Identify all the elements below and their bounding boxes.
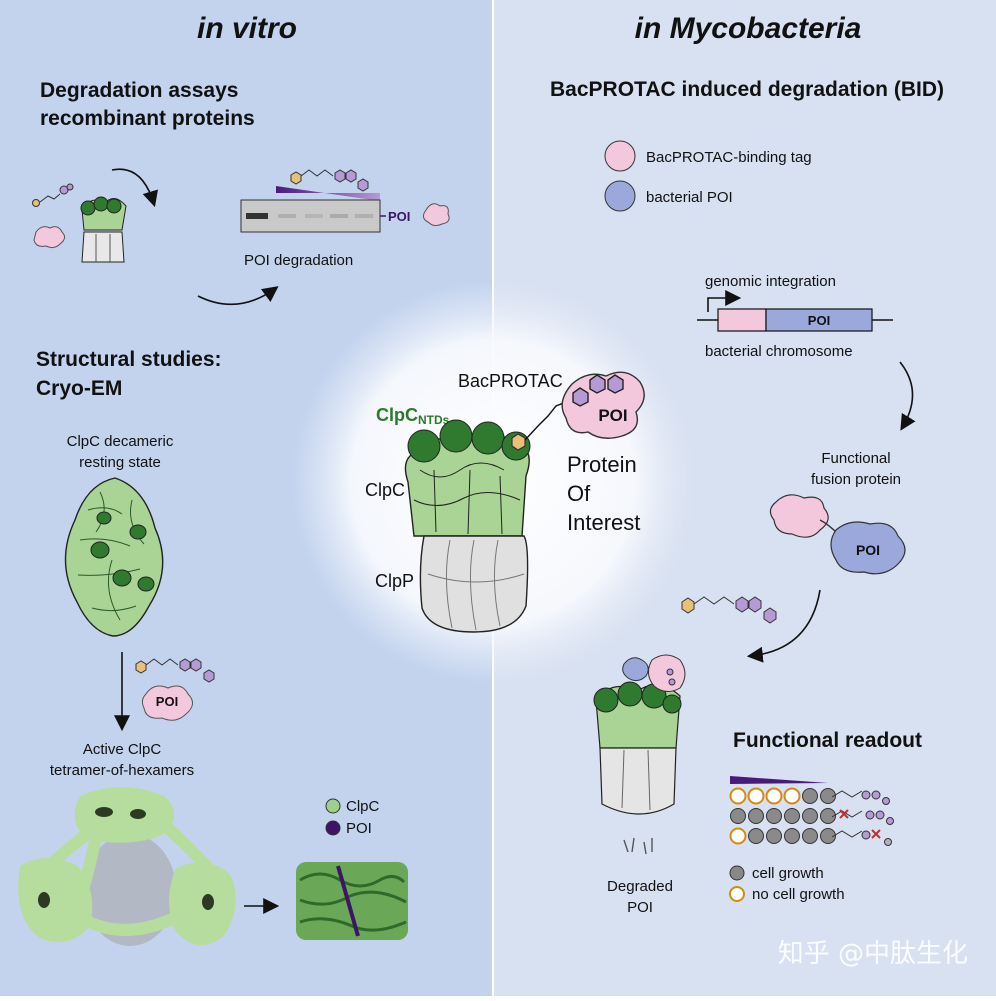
clpc-ntds-main: ClpC (376, 405, 418, 425)
readout-row-tags (831, 790, 894, 846)
structural-heading-line1: Structural studies: (36, 348, 222, 371)
readout-growth-marker (820, 788, 836, 804)
right-panel-title: in Mycobacteria (635, 12, 862, 45)
gel-band-strong (246, 213, 268, 219)
fusion-poi-label: POI (856, 542, 880, 558)
resting-state-label-line1: ClpC decameric (67, 433, 174, 450)
degradation-heading-line1: Degradation assays (40, 79, 238, 102)
legend-cell-growth-label: cell growth (752, 865, 824, 882)
arrow-chromosome-to-fusion (899, 361, 916, 431)
protac-molecule-right (681, 596, 777, 624)
legend-tag-label: BacPROTAC-binding tag (646, 149, 812, 166)
degraded-poi-label-line1: Degraded (607, 878, 673, 895)
readout-growth-marker (820, 808, 836, 824)
gel-concentration-wedge (276, 186, 380, 201)
active-clpc-label-line1: Active ClpC (83, 741, 162, 758)
readout-growth-marker (730, 808, 746, 824)
legend-cell-growth-marker (729, 865, 745, 881)
gel-caption: POI degradation (244, 252, 353, 269)
readout-grid (729, 787, 836, 845)
legend-bacterial-poi-label: bacterial POI (646, 189, 733, 206)
promoter-arrow (707, 290, 742, 312)
legend-clpc-label: ClpC (346, 798, 380, 815)
clpc-label: ClpC (365, 480, 405, 500)
fusion-label-line2: fusion protein (811, 471, 901, 488)
readout-growth-marker (766, 808, 782, 824)
readout-concentration-wedge (730, 776, 828, 784)
readout-growth-marker (802, 808, 818, 824)
gel-protac-molecule (290, 169, 369, 192)
protein-of-interest-line2: Of (567, 481, 591, 506)
readout-no-growth-marker (747, 787, 765, 805)
legend-poi-swatch (325, 820, 341, 836)
gene-poi-segment (765, 308, 873, 332)
readout-no-growth-marker (729, 787, 747, 805)
poi-blob-left (33, 226, 66, 249)
arrow-assay-curve-top (111, 168, 158, 208)
bacprotac-label: BacPROTAC (458, 371, 563, 391)
legend-bacterial-poi-swatch (604, 180, 636, 212)
readout-growth-marker (820, 828, 836, 844)
readout-growth-marker (748, 828, 764, 844)
readout-growth-marker (802, 828, 818, 844)
readout-growth-marker (784, 808, 800, 824)
clpc-decamer-structure (64, 477, 164, 637)
structural-heading-line2: Cryo-EM (36, 377, 122, 400)
readout-no-growth-marker (729, 827, 747, 845)
gel-band-label: POI (388, 209, 410, 224)
fusion-label-line1: Functional (821, 450, 890, 467)
gel-band-faint-1 (278, 214, 296, 218)
cryo-em-density-map (18, 787, 236, 946)
gel-band-faint-3 (330, 214, 348, 218)
gel-band-faint-4 (355, 214, 373, 218)
gene-poi-label: POI (808, 313, 830, 328)
legend-tag-swatch (604, 140, 636, 172)
center-poi-label: POI (598, 406, 627, 425)
functional-readout-heading: Functional readout (733, 729, 922, 752)
gel-band-faint-2 (305, 214, 323, 218)
protein-of-interest-line3: Interest (567, 510, 640, 535)
degraded-poi-label-line2: POI (627, 899, 653, 916)
clpc-ntds-label: ClpCNTDs (376, 405, 450, 427)
arrow-to-degradation (746, 589, 821, 663)
fusion-protein (769, 494, 906, 575)
readout-growth-marker (802, 788, 818, 804)
protein-of-interest-line1: Protein (567, 452, 637, 477)
clpcp-complex-right (593, 654, 686, 855)
arrow-assay-curve-bottom (197, 286, 279, 306)
gene-tag-segment (717, 308, 767, 332)
genomic-integration-label: genomic integration (705, 273, 836, 290)
clpc-ntds-sub: NTDs (418, 413, 450, 427)
poi-blob-cryo (141, 685, 193, 721)
clpcp-complex-small (80, 196, 127, 263)
degradation-heading-line2: recombinant proteins (40, 107, 255, 130)
resting-state-label-line2: resting state (79, 454, 161, 471)
legend-no-growth-label: no cell growth (752, 886, 845, 903)
protac-molecule-small (32, 183, 74, 207)
legend-poi-label: POI (346, 820, 372, 837)
bacterial-chromosome-label: bacterial chromosome (705, 343, 853, 360)
readout-no-growth-marker (783, 787, 801, 805)
left-panel-title: in vitro (197, 12, 297, 45)
clpp-label: ClpP (375, 571, 414, 591)
center-clpcp-complex (404, 371, 645, 633)
bid-heading: BacPROTAC induced degradation (BID) (550, 78, 944, 101)
readout-growth-marker (766, 828, 782, 844)
readout-no-growth-marker (765, 787, 783, 805)
legend-clpc-swatch (325, 798, 341, 814)
readout-growth-marker (784, 828, 800, 844)
poi-tag-cryo: POI (156, 694, 178, 709)
poi-blob-gel (422, 203, 450, 227)
watermark: 知乎 @中肽生化 (778, 939, 968, 969)
legend-no-growth-marker (729, 886, 745, 902)
readout-growth-marker (748, 808, 764, 824)
protac-molecule-cryo (135, 658, 215, 683)
active-clpc-label-line2: tetramer-of-hexamers (50, 762, 194, 779)
atomic-model (296, 862, 408, 940)
